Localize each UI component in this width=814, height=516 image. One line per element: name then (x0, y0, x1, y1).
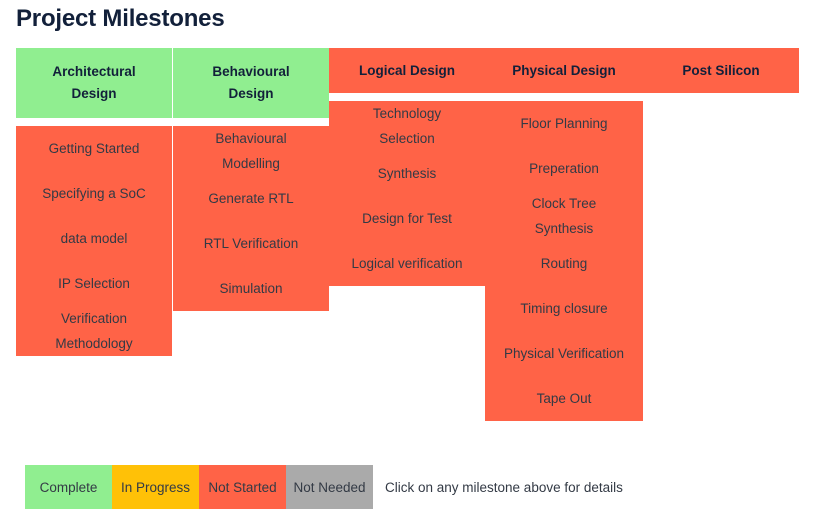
milestone-data-model[interactable]: data model (16, 216, 172, 261)
legend-item-label: In Progress (120, 479, 191, 495)
milestone-column-post-silicon: Post Silicon (643, 48, 799, 101)
milestone-ip-selection[interactable]: IP Selection (16, 261, 172, 306)
milestone-label: Logical verification (351, 256, 463, 271)
milestone-simulation[interactable]: Simulation (173, 266, 329, 311)
milestone-label-line2: Synthesis (534, 221, 594, 236)
legend-item-in-progress[interactable]: In Progress (112, 465, 199, 509)
column-header-label-line2: Design (71, 86, 117, 101)
milestone-label: Preperation (529, 161, 599, 176)
milestone-synthesis[interactable]: Synthesis (329, 151, 485, 196)
legend-item-label: Not Started (208, 479, 277, 495)
milestone-label: Synthesis (377, 166, 437, 181)
milestone-routing[interactable]: Routing (485, 241, 643, 286)
column-header-label: Logical Design (358, 62, 456, 78)
legend: Complete In Progress Not Started Not Needed (25, 465, 373, 509)
milestone-generate-rtl[interactable]: Generate RTL (173, 176, 329, 221)
milestone-label: Physical Verification (503, 346, 625, 361)
page-title: Project Milestones (16, 5, 225, 32)
milestone-label: Specifying a SoC (42, 186, 146, 201)
column-header-physical-design[interactable]: Physical Design (485, 48, 643, 93)
milestone-preperation[interactable]: Preperation (485, 146, 643, 191)
column-header-label-line2: Design (228, 86, 274, 101)
milestone-physical-verification[interactable]: Physical Verification (485, 331, 643, 376)
legend-item-complete[interactable]: Complete (25, 465, 112, 509)
milestone-tape-out[interactable]: Tape Out (485, 376, 643, 421)
column-header-label: Architectural (52, 64, 136, 79)
milestone-label: Routing (540, 256, 588, 271)
legend-item-not-started[interactable]: Not Started (199, 465, 286, 509)
milestone-design-for-test[interactable]: Design for Test (329, 196, 485, 241)
milestone-floor-planning[interactable]: Floor Planning (485, 101, 643, 146)
milestone-label: Simulation (219, 281, 283, 296)
milestone-specifying-a-soc[interactable]: Specifying a SoC (16, 171, 172, 216)
milestone-label: Getting Started (48, 141, 140, 156)
milestone-label: RTL Verification (203, 236, 299, 251)
column-header-label: Post Silicon (682, 62, 760, 78)
legend-item-label: Complete (39, 479, 98, 495)
legend-item-label: Not Needed (293, 479, 366, 495)
column-header-label: Physical Design (512, 62, 616, 78)
column-header-logical-design[interactable]: Logical Design (329, 48, 485, 93)
milestone-label: Verification (60, 311, 128, 326)
milestone-timing-closure[interactable]: Timing closure (485, 286, 643, 331)
column-header-label: Behavioural (212, 64, 290, 79)
legend-item-not-needed[interactable]: Not Needed (286, 465, 373, 509)
milestone-label: Tape Out (536, 391, 592, 406)
milestone-label: Design for Test (362, 211, 452, 226)
milestone-label: Clock Tree (531, 196, 597, 211)
milestone-label: data model (60, 231, 128, 246)
legend-hint: Click on any milestone above for details (385, 479, 623, 495)
milestone-label-line2: Selection (379, 131, 435, 146)
column-items-post-silicon (643, 93, 799, 101)
milestone-label-line2: Methodology (55, 336, 133, 351)
milestone-label: Floor Planning (520, 116, 608, 131)
column-header-post-silicon[interactable]: Post Silicon (643, 48, 799, 93)
milestone-getting-started[interactable]: Getting Started (16, 126, 172, 171)
milestone-label: Timing closure (520, 301, 608, 316)
milestone-label: Technology (372, 106, 442, 121)
milestone-label: Generate RTL (208, 191, 294, 206)
milestone-label-line2: Modelling (222, 156, 280, 171)
milestone-rtl-verification[interactable]: RTL Verification (173, 221, 329, 266)
milestone-logical-verification[interactable]: Logical verification (329, 241, 485, 286)
milestone-label: IP Selection (58, 276, 130, 291)
milestone-label: Behavioural (215, 131, 287, 146)
